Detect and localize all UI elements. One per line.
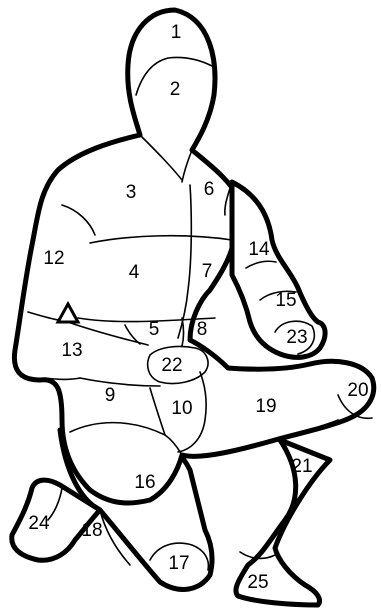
label-region-6: 6 (204, 179, 215, 200)
arm-right-outline (232, 182, 325, 357)
label-region-13: 13 (61, 340, 82, 361)
label-region-16: 16 (134, 472, 155, 493)
label-region-18: 18 (81, 520, 102, 541)
label-region-21: 21 (291, 456, 312, 477)
label-region-7: 7 (202, 261, 213, 282)
label-region-10: 10 (171, 398, 192, 419)
main-body-outline (14, 10, 373, 503)
label-region-5: 5 (149, 319, 160, 340)
label-region-24: 24 (28, 513, 50, 534)
label-region-12: 12 (43, 248, 64, 269)
label-region-2: 2 (170, 79, 181, 100)
label-region-23: 23 (286, 327, 307, 348)
label-region-19: 19 (255, 396, 276, 417)
label-region-3: 3 (126, 182, 137, 203)
label-region-20: 20 (347, 380, 368, 401)
label-region-1: 1 (171, 22, 182, 43)
label-region-17: 17 (168, 553, 189, 574)
label-region-4: 4 (129, 262, 140, 283)
label-region-22: 22 (161, 355, 182, 376)
label-region-14: 14 (248, 239, 270, 260)
label-region-25: 25 (247, 572, 268, 593)
label-region-8: 8 (197, 319, 208, 340)
label-region-9: 9 (105, 385, 116, 406)
label-region-15: 15 (275, 290, 296, 311)
